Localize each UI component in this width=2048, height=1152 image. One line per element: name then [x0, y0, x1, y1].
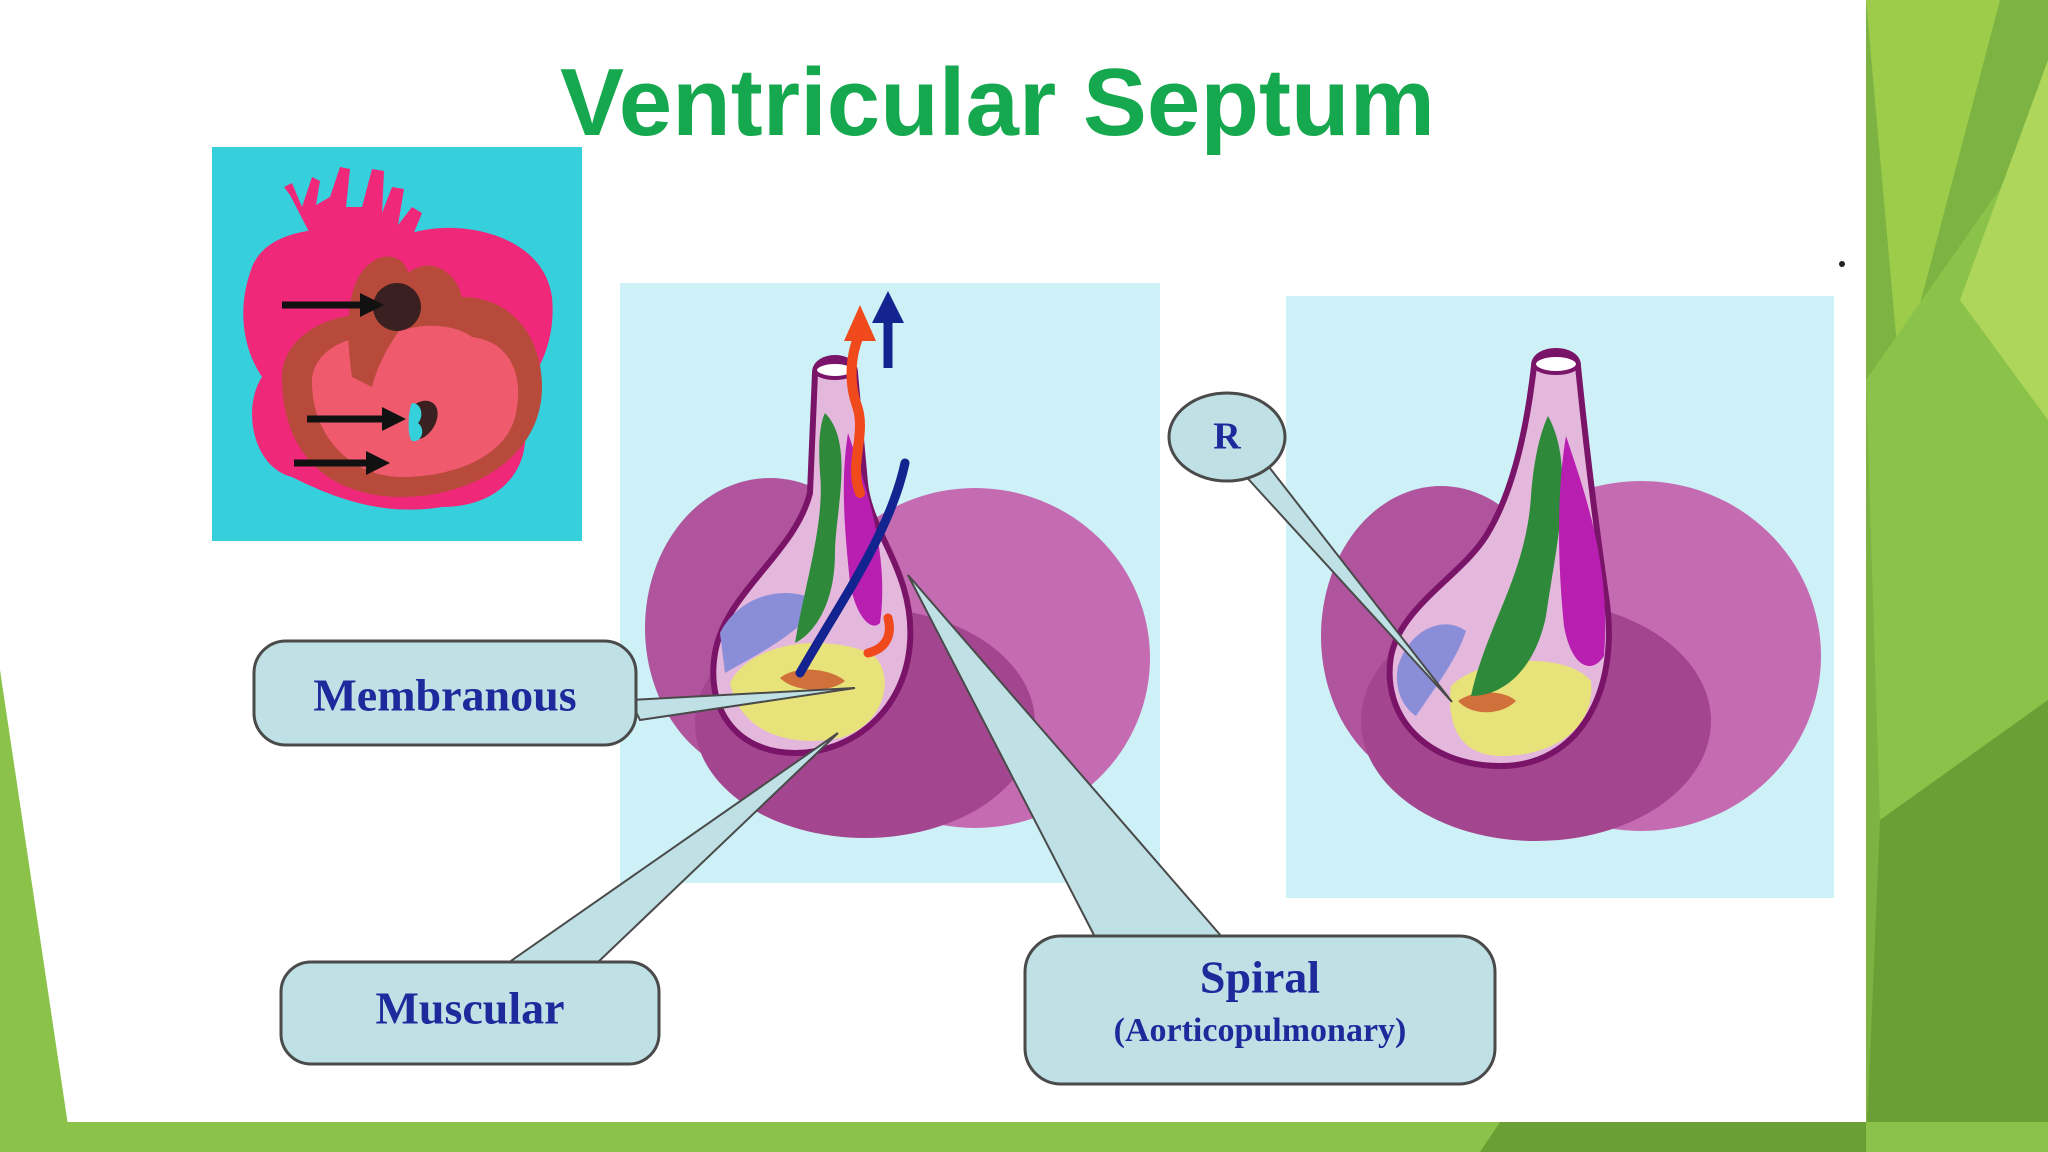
spiral-bubble — [1023, 934, 1497, 1086]
membranous-patch — [1458, 692, 1516, 713]
membranous-pointer — [628, 687, 856, 722]
r-label: R — [1213, 416, 1241, 458]
lower-cavity-blue — [720, 593, 820, 673]
orange-flow-lower — [863, 613, 894, 658]
spiral-pointer — [907, 574, 1225, 938]
slide-title: Ventricular Septum — [560, 49, 1435, 156]
cyan-defect-marker — [408, 403, 423, 442]
spiral-septum-green — [795, 413, 842, 643]
outflow-top-opening — [1532, 353, 1580, 375]
aortic-opening — [373, 283, 421, 331]
spiral-label: Spiral — [1200, 952, 1320, 1003]
bottom-green-facet — [1480, 1122, 1866, 1152]
orange-arrow-icon — [844, 305, 876, 341]
right-green-facet-4 — [1960, 60, 2048, 420]
heart-inset-diagram — [212, 147, 582, 541]
spiral-septum-magenta — [1559, 436, 1606, 666]
spiral-sublabel: (Aorticopulmonary) — [1114, 1012, 1407, 1049]
lower-cavity-blue — [1396, 624, 1466, 716]
blue-arrow-icon — [872, 291, 904, 368]
right-septum-diagram — [1286, 296, 1834, 898]
black-arrow-icon — [294, 451, 390, 475]
muscular-label: Muscular — [375, 983, 564, 1034]
muscular-bubble — [279, 960, 661, 1066]
left-green-wedge — [0, 670, 72, 1152]
blue-flow-line — [795, 458, 910, 678]
black-arrow-icon — [307, 407, 406, 431]
right-green-facet-1 — [1866, 0, 2000, 380]
membranous-bubble — [252, 639, 638, 747]
r-pointer — [1238, 456, 1453, 703]
black-arrow-icon — [282, 293, 384, 317]
orange-flow-line — [846, 333, 865, 498]
right-green-facet-3 — [1866, 700, 2048, 1152]
membranous-label: Membranous — [313, 670, 576, 721]
r-bubble — [1167, 391, 1287, 483]
muscular-pointer — [501, 732, 839, 966]
stray-dot — [1839, 261, 1845, 267]
spiral-septum-green — [1471, 416, 1563, 696]
